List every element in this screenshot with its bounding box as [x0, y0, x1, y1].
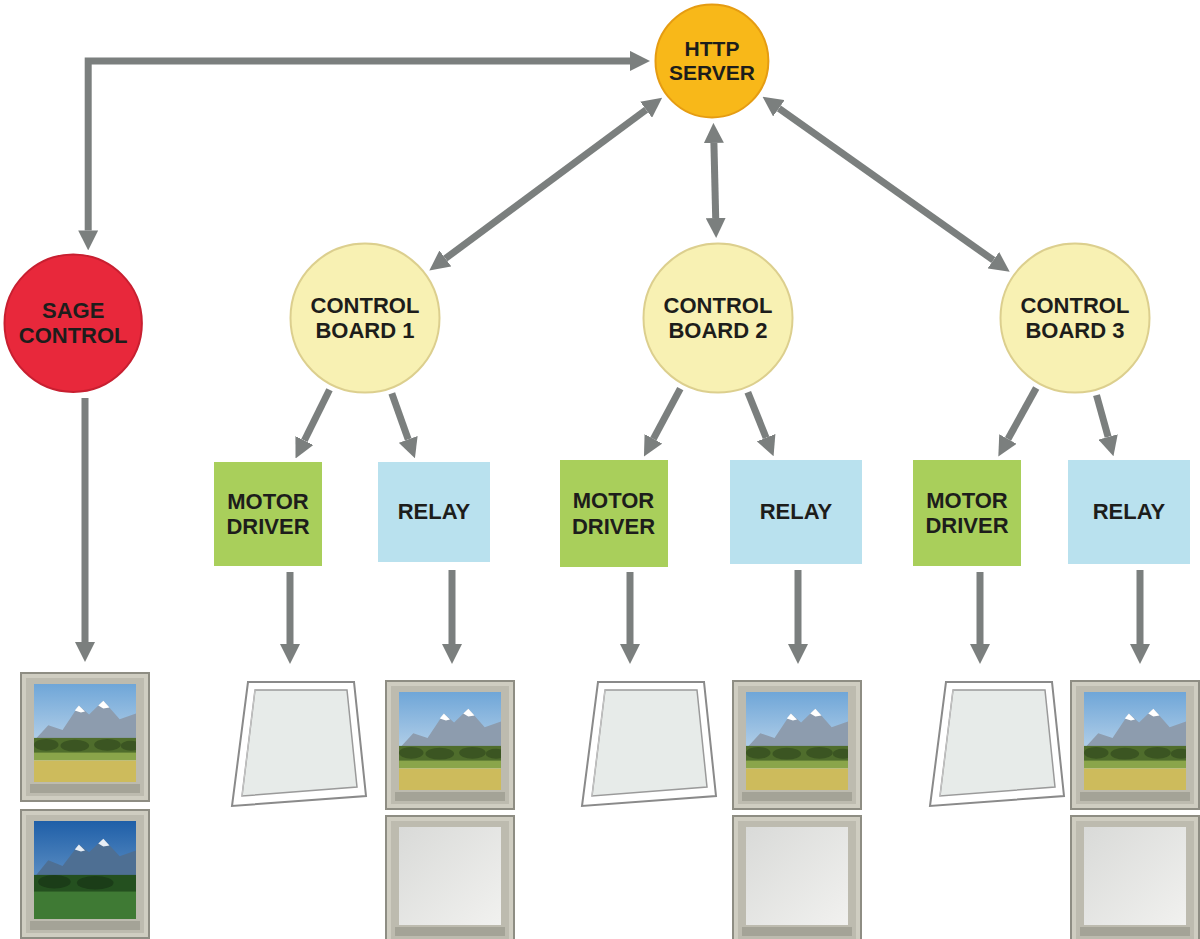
- node-label: HTTP SERVER: [666, 37, 758, 85]
- server-circle: HTTP SERVER: [654, 3, 770, 119]
- clear-window: [21, 673, 149, 801]
- output-arrow: [627, 572, 634, 644]
- connector-arrow: [714, 143, 716, 218]
- driver-box: MOTOR DRIVER: [214, 462, 322, 566]
- tinted-window: [21, 810, 149, 938]
- frosted-window: [386, 816, 514, 939]
- node-label: MOTOR DRIVER: [568, 488, 660, 539]
- node-label: CONTROL BOARD 3: [1014, 293, 1136, 344]
- clear-window: [733, 681, 861, 809]
- connector-arrow: [653, 389, 680, 439]
- circle-fill: [656, 4, 769, 117]
- awning-window: [232, 682, 366, 806]
- connector-arrow: [748, 392, 766, 438]
- connector-arrow: [88, 61, 630, 231]
- node-label: CONTROL BOARD 1: [304, 293, 426, 344]
- node-label: MOTOR DRIVER: [222, 489, 314, 540]
- node-label: MOTOR DRIVER: [921, 488, 1013, 539]
- clear-window: [386, 681, 514, 809]
- circle-fill: [644, 244, 793, 393]
- node-label: RELAY: [760, 499, 833, 524]
- output-arrow: [977, 572, 984, 644]
- awning-window: [930, 682, 1064, 806]
- frosted-window: [1071, 816, 1199, 939]
- output-arrow: [287, 572, 294, 644]
- connector-arrow: [445, 110, 646, 259]
- connector-arrow: [1008, 388, 1036, 439]
- driver-box: MOTOR DRIVER: [560, 460, 668, 567]
- board-circle: CONTROL BOARD 2: [642, 242, 794, 394]
- relay-box: RELAY: [378, 462, 490, 562]
- connector-arrow: [779, 108, 994, 260]
- circle-fill: [291, 244, 440, 393]
- frosted-window: [733, 816, 861, 939]
- node-label: RELAY: [1093, 499, 1166, 524]
- connector-arrow: [392, 393, 408, 439]
- node-label: CONTROL BOARD 2: [657, 293, 779, 344]
- node-label: SAGE CONTROL: [14, 298, 132, 349]
- output-arrow: [1137, 570, 1144, 644]
- relay-box: RELAY: [1068, 460, 1190, 564]
- circle-fill: [4, 254, 141, 391]
- node-label: RELAY: [398, 499, 471, 524]
- circle-fill: [1001, 244, 1150, 393]
- connector-arrow: [304, 390, 329, 441]
- connector-arrow: [1097, 395, 1109, 437]
- relay-box: RELAY: [730, 460, 862, 564]
- awning-window: [582, 682, 716, 806]
- board-circle: CONTROL BOARD 1: [289, 242, 441, 394]
- output-arrow: [82, 398, 89, 642]
- board-circle: CONTROL BOARD 3: [999, 242, 1151, 394]
- clear-window: [1071, 681, 1199, 809]
- controller-circle: SAGE CONTROL: [3, 253, 143, 393]
- driver-box: MOTOR DRIVER: [913, 460, 1021, 566]
- output-arrow: [795, 570, 802, 644]
- output-arrow: [449, 570, 456, 644]
